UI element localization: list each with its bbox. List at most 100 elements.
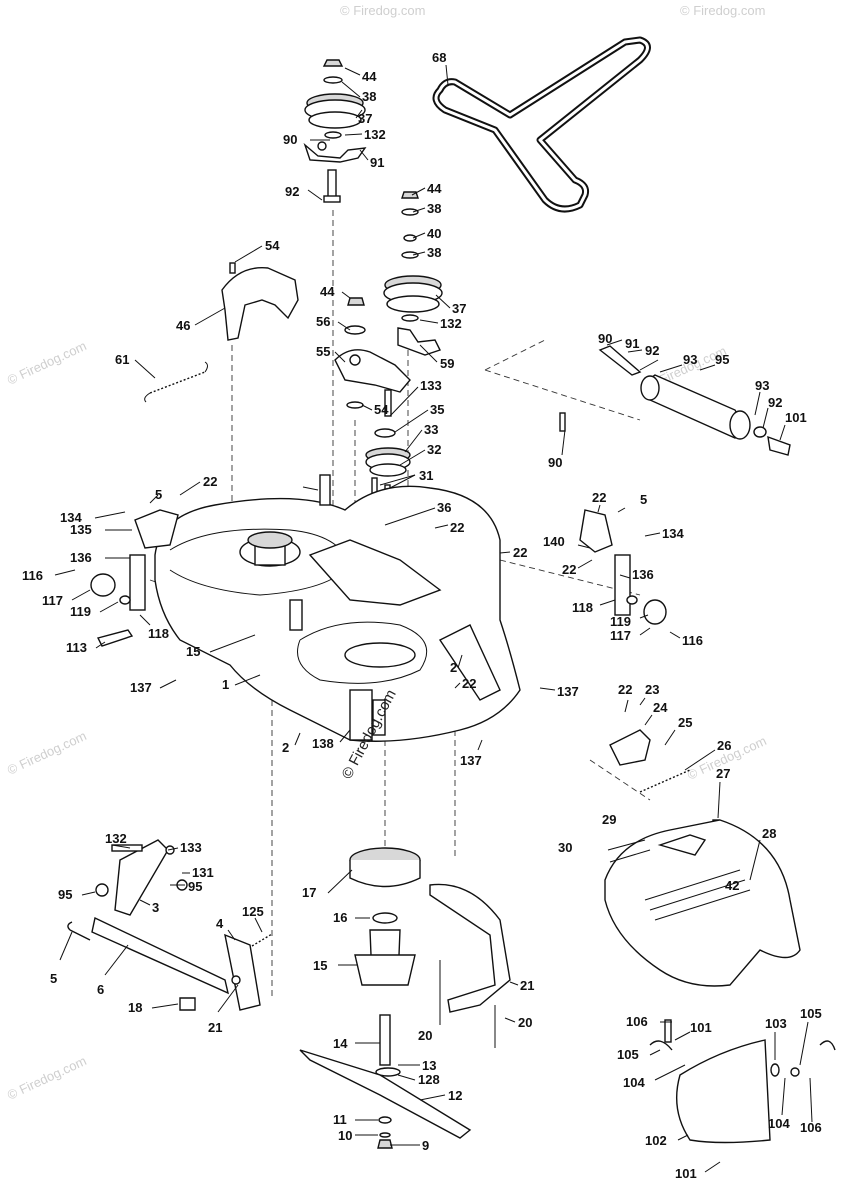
part-label: 95 [58, 887, 72, 902]
part-label: 56 [316, 314, 330, 329]
part-label: 17 [302, 885, 316, 900]
part-label: 93 [755, 378, 769, 393]
part-label: 38 [427, 245, 441, 260]
watermark-text: © Firedog.com [5, 338, 89, 388]
discharge-bracket [609, 729, 720, 829]
part-label: 1 [222, 677, 229, 692]
part-label: 106 [800, 1120, 822, 1135]
spring [144, 361, 208, 403]
part-label: 101 [675, 1166, 697, 1181]
part-label: 5 [50, 971, 57, 986]
part-label: 92 [768, 395, 782, 410]
part-label: 54 [374, 402, 389, 417]
part-label: 9 [422, 1138, 429, 1153]
part-label: 137 [130, 680, 152, 695]
discharge-chute: 42 [604, 819, 801, 987]
part-label: 22 [450, 520, 464, 535]
idler-pulley-stack-right [383, 191, 443, 356]
part-label: 37 [452, 301, 466, 316]
part-label: 137 [460, 753, 482, 768]
part-label: 104 [768, 1116, 790, 1131]
part-label: 102 [645, 1133, 667, 1148]
part-label: 119 [610, 614, 631, 629]
part-label: 22 [513, 545, 527, 560]
part-label: 16 [333, 910, 347, 925]
part-label: 23 [645, 682, 659, 697]
part-label: 55 [316, 344, 330, 359]
part-label: 5 [640, 492, 647, 507]
part-label: 22 [618, 682, 632, 697]
part-label: 13 [422, 1058, 436, 1073]
part-label: 116 [682, 633, 703, 648]
part-label: 95 [715, 352, 729, 367]
spindle-assembly [299, 847, 472, 1149]
part-label: 91 [625, 336, 639, 351]
part-label: 92 [285, 184, 299, 199]
part-label: 24 [653, 700, 668, 715]
part-label: 119 [70, 604, 91, 619]
part-label: 2 [282, 740, 289, 755]
part-label: 32 [427, 442, 441, 457]
part-label: 117 [42, 593, 63, 608]
part-label: 103 [765, 1016, 787, 1031]
part-label: 118 [572, 600, 593, 615]
part-label: 2 [450, 660, 457, 675]
part-label: 44 [320, 284, 335, 299]
watermark-text: © Firedog.com [680, 3, 765, 18]
part-label: 44 [362, 69, 377, 84]
anti-scalp-roller [559, 345, 791, 456]
part-label: 132 [105, 831, 127, 846]
part-label: 105 [617, 1047, 639, 1062]
part-label: 10 [338, 1128, 352, 1143]
left-hangers [90, 509, 179, 647]
part-label: 138 [312, 736, 334, 751]
part-label: 5 [155, 487, 162, 502]
part-label: 132 [364, 127, 386, 142]
part-label: 33 [424, 422, 438, 437]
part-label: 61 [115, 352, 129, 367]
part-label: 101 [690, 1020, 712, 1035]
part-label: 90 [283, 132, 297, 147]
part-label: 131 [192, 865, 214, 880]
part-label: 38 [427, 201, 441, 216]
right-hangers [319, 474, 667, 625]
part-label: 59 [440, 356, 454, 371]
part-label: 25 [678, 715, 692, 730]
watermark-text: © Firedog.com [5, 1053, 89, 1103]
part-label: 106 [626, 1014, 648, 1029]
part-label: 101 [785, 410, 807, 425]
part-label: 91 [370, 155, 384, 170]
part-label: 132 [440, 316, 462, 331]
idler-pulley-stack-left [303, 59, 367, 203]
part-label: 133 [420, 378, 442, 393]
part-label: 46 [176, 318, 190, 333]
part-label: 118 [148, 626, 169, 641]
part-label: 135 [70, 522, 92, 537]
part-label: 22 [562, 562, 576, 577]
part-label: 137 [557, 684, 579, 699]
part-label: 20 [518, 1015, 532, 1030]
part-label: 105 [800, 1006, 822, 1021]
part-label: 95 [188, 879, 202, 894]
part-label: 140 [543, 534, 565, 549]
part-label: 35 [430, 402, 444, 417]
part-label: 136 [70, 550, 92, 565]
part-label: 21 [520, 978, 534, 993]
baffle [429, 883, 511, 1013]
part-label: 3 [152, 900, 159, 915]
part-label: 22 [203, 474, 217, 489]
part-label: 134 [662, 526, 684, 541]
part-label: 22 [592, 490, 606, 505]
belt-guard [221, 266, 299, 341]
part-label: 128 [418, 1072, 440, 1087]
mower-deck [154, 485, 521, 742]
leader-lines [54, 64, 813, 1173]
part-label: 68 [432, 50, 446, 65]
part-label: 15 [186, 644, 200, 659]
part-label: 11 [333, 1112, 347, 1127]
part-label: 21 [208, 1020, 222, 1035]
watermark-text: © Firedog.com [340, 3, 425, 18]
part-label: 26 [717, 738, 731, 753]
part-label: 136 [632, 567, 654, 582]
part-label: 104 [623, 1075, 645, 1090]
